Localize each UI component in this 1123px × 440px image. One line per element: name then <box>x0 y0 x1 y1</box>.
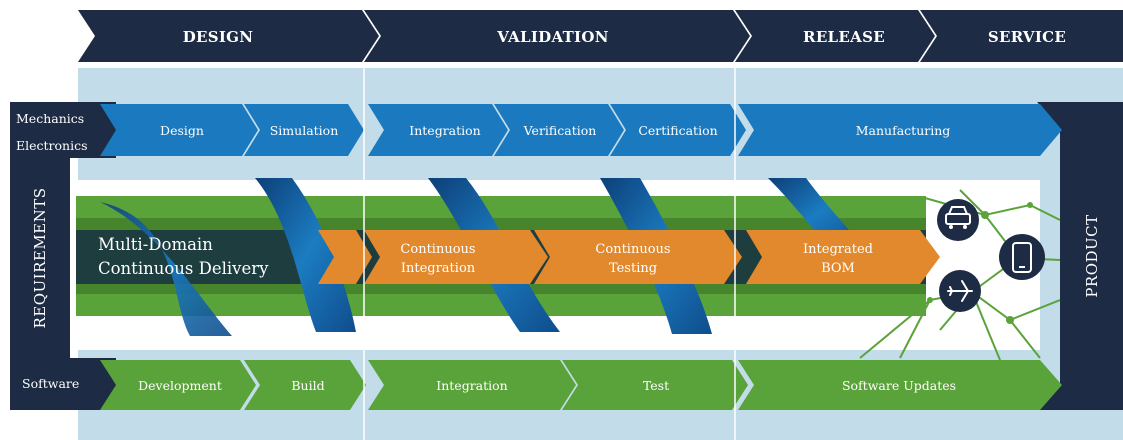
phase-chevron-service <box>920 10 1123 62</box>
hardware-step-simulation <box>244 104 364 156</box>
pipeline-label-line2: Testing <box>609 261 657 276</box>
pipeline-step-integrated-bom <box>746 230 940 284</box>
product-bar <box>1037 102 1123 410</box>
product-label: PRODUCT <box>1083 214 1101 297</box>
frame <box>10 102 1123 410</box>
hardware-step-design <box>100 104 258 156</box>
hardware-step-label: Manufacturing <box>856 123 951 138</box>
pipeline-label-line2: Integration <box>401 261 476 276</box>
smartphone-icon <box>999 234 1045 280</box>
hardware-step-label: Integration <box>409 123 480 138</box>
delivery-title-line1: Multi-Domain <box>98 235 213 254</box>
car-icon <box>937 199 979 241</box>
hardware-step-label: Verification <box>523 123 597 138</box>
pipeline: Continuous Integration Continuous Testin… <box>318 230 940 284</box>
software-step-development <box>100 360 256 410</box>
pipeline-label-line1: Integrated <box>803 242 873 257</box>
software-step-label: Test <box>643 378 669 393</box>
ribbon-twist <box>100 202 232 336</box>
hardware-step-label: Certification <box>638 123 717 138</box>
phase-chevron-release <box>735 10 935 62</box>
software-step-test <box>562 360 748 410</box>
pipeline-step-continuous-integration <box>364 230 548 284</box>
pipeline-label-line1: Continuous <box>400 242 475 257</box>
pipeline-step-continuous-testing <box>534 230 742 284</box>
software-label-box <box>10 358 116 410</box>
airplane-icon <box>939 270 981 312</box>
software-label: Software <box>22 376 79 391</box>
software-step-label: Development <box>138 378 222 393</box>
phase-header: DESIGN VALIDATION RELEASE SERVICE <box>78 10 1123 62</box>
software-step-label: Build <box>291 378 324 393</box>
phase-label-validation: VALIDATION <box>496 28 608 46</box>
electronics-label: Electronics <box>16 138 88 153</box>
hardware-step-verification <box>494 104 624 156</box>
pipeline-label-line2: BOM <box>821 261 855 276</box>
phase-chevron-design <box>78 10 379 62</box>
hardware-step-label: Simulation <box>270 123 339 138</box>
software-step-label: Software Updates <box>842 378 956 393</box>
mechanics-label: Mechanics <box>16 111 84 126</box>
hardware-steps: Design Simulation Integration Verificati… <box>100 104 1062 156</box>
hardware-step-manufacturing <box>738 104 1062 156</box>
software-step-integration <box>368 360 576 410</box>
pipeline-lead-chevron <box>318 230 372 284</box>
software-steps: Development Build Integration Test Softw… <box>100 360 1062 410</box>
phase-chevron-validation <box>364 10 750 62</box>
phase-label-service: SERVICE <box>988 28 1066 46</box>
delivery-title-line2: Continuous Delivery <box>98 259 269 278</box>
pipeline-label-line1: Continuous <box>595 242 670 257</box>
software-step-label: Integration <box>436 378 507 393</box>
requirements-label: REQUIREMENTS <box>31 187 49 328</box>
software-step-software-updates <box>738 360 1062 410</box>
hardware-step-label: Design <box>160 123 204 138</box>
phase-label-release: RELEASE <box>803 28 885 46</box>
software-step-build <box>244 360 366 410</box>
phase-dividers <box>363 62 736 440</box>
hardware-label-box <box>10 102 116 158</box>
ribbon-twist <box>255 178 356 332</box>
hardware-step-certification <box>610 104 746 156</box>
requirements-bar <box>10 158 70 358</box>
phase-label-design: DESIGN <box>183 28 254 46</box>
hardware-step-integration <box>368 104 508 156</box>
